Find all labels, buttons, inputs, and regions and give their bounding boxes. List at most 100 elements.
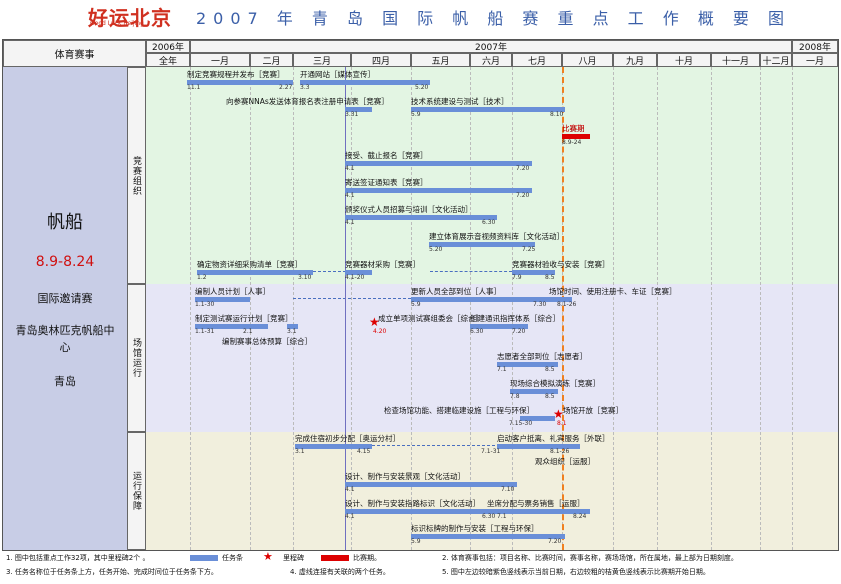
task-start-date: 8.9-24 (562, 139, 582, 146)
month-header-cell: 二月 (250, 53, 293, 67)
legend-milestone-label: 里程碑 (283, 554, 304, 562)
task-label: 确定物资详细采购清单［竞赛］ (197, 260, 302, 269)
task-label: 竞赛器材验收与安装［竞赛］ (512, 260, 610, 269)
month-header-cell: 一月 (190, 53, 250, 67)
event-venue: 青岛奥林匹克帆船中心 (15, 324, 115, 354)
year-2008: 2008年 (792, 40, 838, 53)
month-gridline (512, 67, 513, 550)
month-header-cell: 四月 (351, 53, 411, 67)
task-bar (497, 444, 580, 449)
task-label: 志愿者全部到位［志愿者］ (497, 352, 587, 361)
task-end-date: 6.30 (482, 219, 496, 226)
task-label: 建立体育展示音视频资料库［文化活动］ (429, 232, 564, 241)
task-label: 颁奖仪式人员招募与培训［文化活动］ (345, 205, 473, 214)
note-5: 5. 图中左边较暗紫色竖线表示当前日期，右边较粗的桔黄色竖线表示比赛期开始日期。 (442, 568, 710, 576)
task-label: 制定竞赛规程并发布［竞赛］ (187, 70, 285, 79)
task-label: 开通网站［媒体宣传］ (300, 70, 375, 79)
task-start-date: 3.3 (300, 84, 310, 91)
connector-line (430, 271, 512, 272)
task-end-date: 7.20 (516, 192, 530, 199)
task-bar (345, 107, 372, 112)
task-bar (345, 270, 372, 275)
month-header-cell: 六月 (470, 53, 512, 67)
task-bar (411, 107, 565, 112)
month-header-cell: 七月 (512, 53, 562, 67)
task-end-date: 8.24 (573, 513, 587, 520)
event-city: 青岛 (54, 375, 76, 388)
month-gridline (792, 67, 793, 550)
task-end-date: 7.20 (516, 165, 530, 172)
task-bar (300, 80, 430, 85)
month-gridline (411, 67, 412, 550)
task-end-date: 6.30 (482, 513, 496, 520)
task-label: 检查场馆功能、搭建临建设施［工程与环保］ (384, 406, 534, 415)
task-start-date: 4.1-20 (345, 274, 365, 281)
task-end-date: 7.10 (501, 486, 515, 493)
month-gridline (351, 67, 352, 550)
task-end-date: 7.30 (533, 301, 547, 308)
today-line (345, 67, 346, 550)
task-bar (345, 161, 532, 166)
month-header-cell: 全年 (146, 53, 190, 67)
note-1: 1. 图中包括重点工作32项，其中里程碑2个 。 (6, 554, 150, 562)
task-end-date: 7.25 (522, 246, 536, 253)
zone-venue-operation (146, 284, 838, 432)
task-label: 技术系统建设与测试［技术］ (411, 97, 509, 106)
milestone-star-icon: ★ (553, 407, 564, 421)
race-period-bar (562, 134, 590, 139)
month-header-cell: 一月 (792, 53, 838, 67)
task-label: 标识标牌的制作与安装［工程与环保］ (411, 524, 539, 533)
task-start-date: 5.9 (411, 538, 421, 545)
task-bar (250, 324, 268, 329)
note-4: 4. 虚线连接有关联的两个任务。 (290, 568, 390, 576)
category-operation-support: 运行保障 (127, 432, 146, 550)
task-label: 寄送签证通知表［竞赛］ (345, 178, 428, 187)
task-start-date: 7.1 (497, 366, 507, 373)
task-end-date: 4.15 (357, 448, 371, 455)
task-start-date: 1.2 (197, 274, 207, 281)
task-start-date: 5.9 (411, 301, 421, 308)
task-bar (197, 270, 313, 275)
race-period-label: 比赛期 (562, 124, 585, 133)
task-bar (512, 270, 555, 275)
task-end-date: 7.20 (548, 538, 562, 545)
task-label: 向参赛NNAs发送体育报名表注册申请表［竞赛］ (226, 97, 389, 106)
race-start-line (562, 67, 564, 550)
legend-task-label: 任务条 (222, 554, 243, 562)
month-header-cell: 十二月 (760, 53, 792, 67)
task-start-date: 4.20 (373, 328, 387, 335)
connector-line (372, 445, 500, 446)
task-label: 完成住宿初步分配［奥运分村］ (295, 434, 400, 443)
note-3: 3. 任务名称位于任务条上方，任务开始、完成时间位于任务条下方。 (6, 568, 218, 576)
task-bar (470, 324, 528, 329)
task-start-date: 8.1 (557, 420, 567, 427)
task-bar (411, 297, 545, 302)
task-label: 比赛期 (562, 124, 585, 133)
zone-competition (146, 67, 838, 284)
task-bar (345, 188, 532, 193)
task-start-date: 6.30 (470, 328, 484, 335)
month-gridline (470, 67, 471, 550)
task-start-date: 7.15-30 (509, 420, 533, 427)
task-bar (429, 242, 535, 247)
legend-milestone-star-icon: ★ (263, 550, 273, 563)
task-start-date: 7.1-31 (481, 448, 501, 455)
task-start-date: 1.1-30 (195, 301, 215, 308)
task-bar (195, 297, 250, 302)
event-column-header: 体育赛事 (3, 40, 146, 67)
month-header-cell: 九月 (613, 53, 657, 67)
task-label: 坐席分配与票务销售［运服］ (487, 499, 585, 508)
month-header-cell: 五月 (411, 53, 470, 67)
milestone-star-icon: ★ (369, 315, 380, 329)
task-bar (520, 416, 555, 421)
task-label: 场馆时间、使用注册卡、车证［竞赛］ (549, 287, 677, 296)
task-label: 观众组织［运服］ (535, 457, 595, 466)
task-bar (295, 444, 372, 449)
task-end-date: 5.20 (415, 84, 429, 91)
task-label: 启动客户抵离、礼宾服务［外联］ (497, 434, 610, 443)
month-gridline (657, 67, 658, 550)
connector-line (293, 298, 411, 299)
month-gridline (613, 67, 614, 550)
task-end-date: 8.1-26 (550, 448, 570, 455)
legend-task-bar (190, 555, 218, 561)
